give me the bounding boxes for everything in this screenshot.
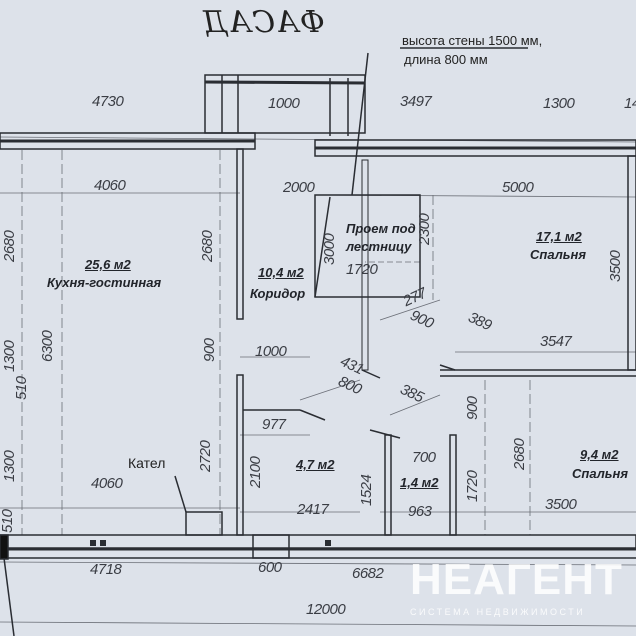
dim-label: 510 — [13, 376, 30, 400]
dim-label: 2680 — [199, 230, 216, 262]
dim-label: 1720 — [346, 261, 378, 278]
walls — [0, 47, 636, 636]
dim-label: 510 — [0, 509, 16, 533]
dim-label: 1300 — [1, 450, 18, 482]
kitchen-name: Кухня-гостинная — [47, 275, 162, 290]
dim-label: 1300 — [543, 95, 575, 112]
dim-label: 3497 — [400, 93, 432, 110]
dim-label: 1300 — [1, 340, 18, 372]
dim-label: 963 — [408, 503, 432, 520]
dim-label: 600 — [258, 559, 282, 576]
note-line-1: высота стены 1500 мм, — [402, 33, 543, 48]
dim-label: 2720 — [197, 440, 214, 472]
dim-label: 12000 — [306, 601, 346, 618]
bedroom2-area: 9,4 м2 — [580, 447, 619, 462]
dim-label: 4060 — [94, 177, 126, 194]
dim-label: 977 — [262, 416, 286, 433]
corridor-name: Коридор — [250, 286, 306, 301]
facade-title: ФАСАД — [202, 5, 325, 40]
dim-label: 1000 — [268, 95, 300, 112]
dim-label: 6682 — [352, 565, 384, 582]
bedroom2-name: Спальня — [572, 466, 629, 481]
dim-label: 2000 — [283, 179, 315, 196]
dim-label: 3000 — [321, 233, 338, 265]
dim-label: 3500 — [545, 496, 577, 513]
dim-label: 6300 — [39, 330, 56, 362]
dim-label: 5000 — [502, 179, 534, 196]
note-line-2: длина 800 мм — [404, 52, 488, 67]
dim-label: 2680 — [511, 438, 528, 470]
corridor-area: 10,4 м2 — [258, 265, 304, 280]
dim-label: 900 — [464, 396, 481, 420]
dim-label: 2300 — [416, 213, 433, 245]
wc-area: 1,4 м2 — [400, 475, 439, 490]
dim-label: 900 — [201, 338, 218, 362]
stair-opening-line-2: лестницу — [346, 239, 412, 254]
watermark-tagline: СИСТЕМА НЕДВИЖИМОСТИ — [410, 607, 586, 617]
dim-label: 700 — [412, 449, 436, 466]
watermark-brand: НЕАГЕНТ — [410, 555, 623, 604]
dim-label: 1524 — [358, 474, 375, 506]
dim-label: 1720 — [464, 470, 481, 502]
dim-label: 14 — [624, 95, 636, 112]
dim-label: 1000 — [255, 343, 287, 360]
dim-label: 4718 — [90, 561, 122, 578]
dim-label: 2417 — [297, 501, 329, 518]
dim-label: 3500 — [607, 250, 624, 282]
dim-label: 4730 — [92, 93, 124, 110]
dim-label: 2680 — [1, 230, 18, 262]
kitchen-area: 25,6 м2 — [85, 257, 131, 272]
dim-label: 4060 — [91, 475, 123, 492]
bedroom1-name: Спальня — [530, 247, 587, 262]
dim-label: 2100 — [247, 456, 264, 488]
bedroom1-area: 17,1 м2 — [536, 229, 582, 244]
stair-opening-line-1: Проем под — [346, 221, 416, 236]
dim-label: 3547 — [540, 333, 572, 350]
boiler-label: Кател — [128, 455, 166, 471]
bathroom-area: 4,7 м2 — [296, 457, 335, 472]
window-markers — [90, 540, 331, 546]
dimension-lines — [0, 136, 636, 627]
